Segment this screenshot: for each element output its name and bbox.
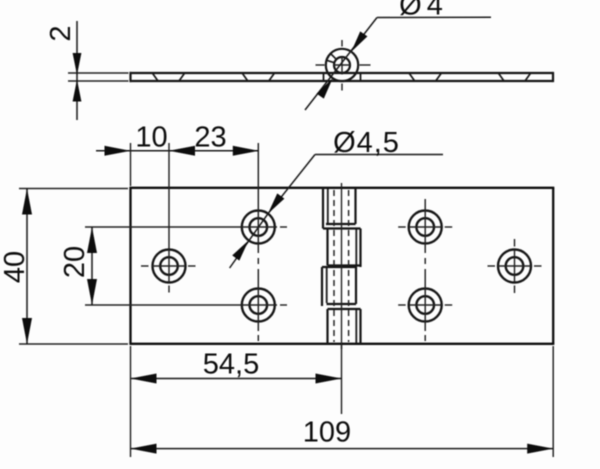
- svg-text:20: 20: [59, 246, 91, 278]
- svg-text:23: 23: [194, 122, 226, 154]
- svg-text:109: 109: [303, 417, 351, 449]
- svg-text:40: 40: [0, 251, 31, 283]
- svg-text:Ø4: Ø4: [399, 0, 448, 22]
- svg-text:Ø4,5: Ø4,5: [333, 127, 400, 159]
- svg-text:10: 10: [135, 122, 167, 154]
- svg-text:54,5: 54,5: [203, 349, 259, 381]
- svg-text:2: 2: [45, 25, 77, 41]
